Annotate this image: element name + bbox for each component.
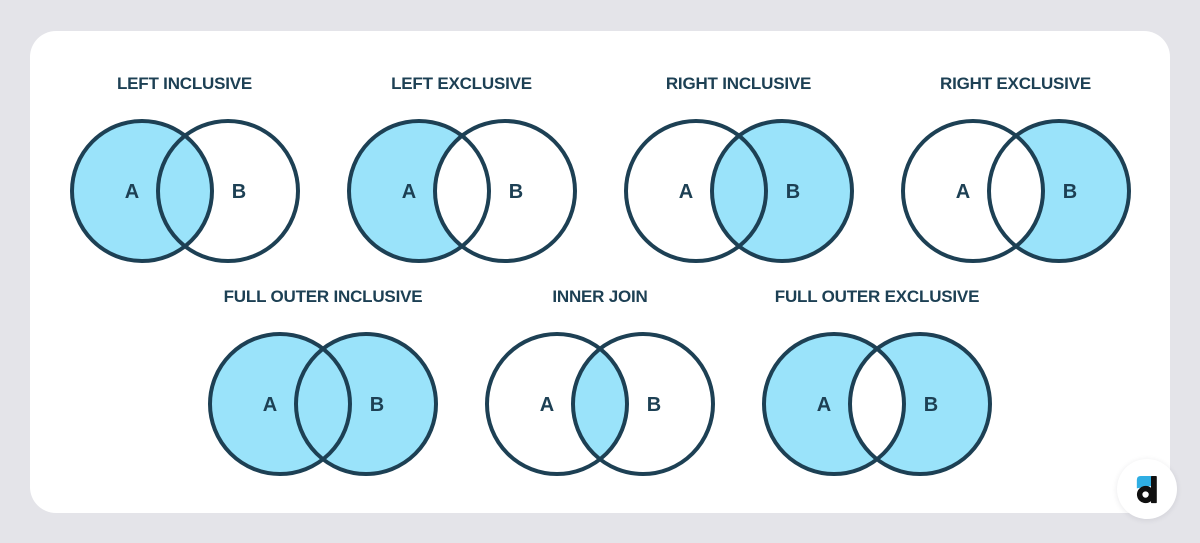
venn-diagram: FULL OUTER EXCLUSIVE A B	[760, 285, 994, 480]
joins-infographic-card: LEFT INCLUSIVE A B LEFT EXCLUSIVE A B RI…	[30, 31, 1170, 513]
venn-graphic: A B	[900, 119, 1131, 263]
venn-title: RIGHT INCLUSIVE	[665, 74, 812, 93]
intersection-fill	[434, 135, 489, 247]
venn-title: FULL OUTER EXCLUSIVE	[774, 287, 980, 306]
circle-a-outline	[69, 119, 214, 263]
d-letter-logo-icon	[1136, 475, 1157, 503]
venn-title: RIGHT EXCLUSIVE	[940, 74, 1091, 93]
circle-a-outline	[208, 332, 352, 476]
venn-diagram: LEFT EXCLUSIVE A B	[345, 72, 579, 267]
circle-b-outline	[986, 119, 1131, 263]
intersection-fill	[296, 348, 350, 460]
circle-b-outline	[155, 119, 300, 263]
intersection-fill	[573, 348, 627, 460]
circle-a-outline	[623, 119, 768, 263]
brand-logo-badge	[1117, 459, 1177, 519]
set-label-a: A	[955, 181, 969, 203]
set-label-a: A	[263, 394, 277, 416]
venn-row-top: LEFT INCLUSIVE A B LEFT EXCLUSIVE A B RI…	[30, 72, 1170, 267]
circle-a-outline	[762, 332, 906, 476]
intersection-fill	[711, 135, 766, 247]
circle-a-outline	[900, 119, 1045, 263]
set-label-b: B	[231, 181, 245, 203]
intersection-fill	[157, 135, 212, 247]
venn-graphic: A B	[762, 332, 992, 476]
venn-graphic: A B	[485, 332, 715, 476]
venn-title: LEFT INCLUSIVE	[116, 74, 253, 93]
venn-diagram: INNER JOIN A B	[483, 285, 717, 480]
circle-a-outline	[485, 332, 629, 476]
circle-b-outline	[848, 332, 992, 476]
circle-b-outline	[709, 119, 854, 263]
venn-title: INNER JOIN	[552, 287, 648, 306]
set-label-b: B	[924, 394, 938, 416]
set-label-a: A	[678, 181, 692, 203]
venn-diagram: FULL OUTER INCLUSIVE A B	[206, 285, 440, 480]
set-label-a: A	[124, 181, 138, 203]
set-label-b: B	[508, 181, 522, 203]
intersection-fill	[988, 135, 1043, 247]
intersection-fill	[850, 348, 904, 460]
venn-graphic: A B	[208, 332, 438, 476]
set-label-a: A	[540, 394, 554, 416]
set-label-b: B	[1062, 181, 1076, 203]
venn-graphic: A B	[69, 119, 300, 263]
set-label-b: B	[785, 181, 799, 203]
circle-a-outline	[346, 119, 491, 263]
circle-b-outline	[571, 332, 715, 476]
set-label-a: A	[401, 181, 415, 203]
venn-title: FULL OUTER INCLUSIVE	[223, 287, 423, 306]
set-label-b: B	[647, 394, 661, 416]
venn-title: LEFT EXCLUSIVE	[391, 74, 532, 93]
venn-graphic: A B	[623, 119, 854, 263]
circle-b-outline	[432, 119, 577, 263]
venn-diagram: LEFT INCLUSIVE A B	[68, 72, 302, 267]
set-label-a: A	[817, 394, 831, 416]
circle-b-outline	[294, 332, 438, 476]
set-label-b: B	[370, 394, 384, 416]
venn-row-bottom: FULL OUTER INCLUSIVE A B INNER JOIN A B …	[30, 285, 1170, 480]
venn-diagram: RIGHT EXCLUSIVE A B	[899, 72, 1133, 267]
venn-graphic: A B	[346, 119, 577, 263]
venn-diagram: RIGHT INCLUSIVE A B	[622, 72, 856, 267]
